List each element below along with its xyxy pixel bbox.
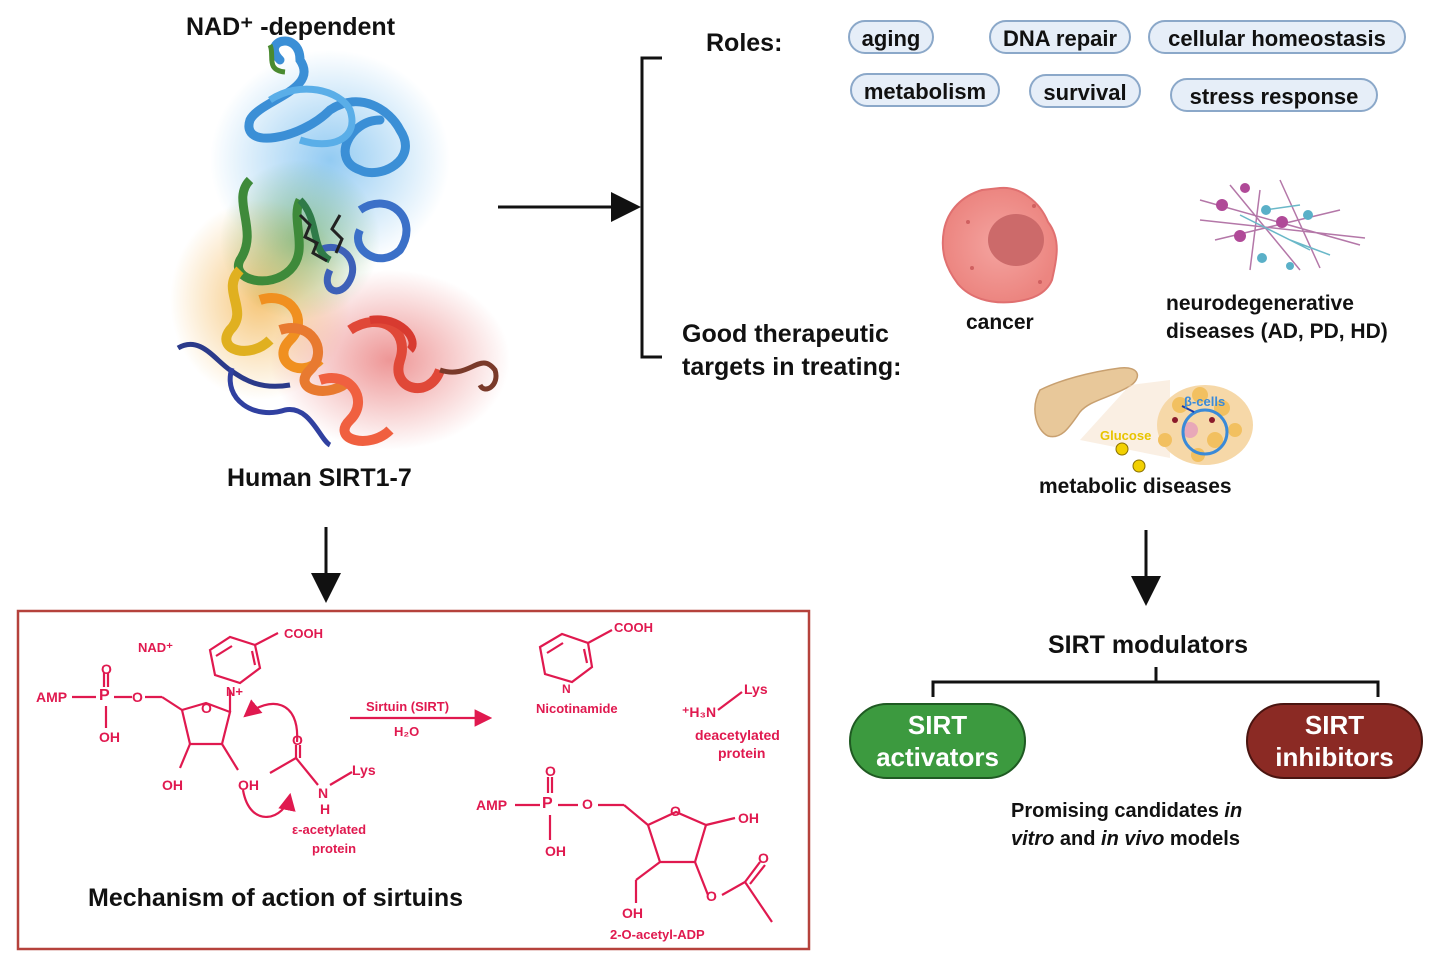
oh-label-4: OH	[738, 810, 759, 826]
cooh-label-2: COOH	[614, 620, 653, 635]
acetyl-o-label: O	[292, 732, 303, 748]
oh-label-2: OH	[162, 777, 183, 793]
oh-label-3: OH	[238, 777, 259, 793]
targets-label-line1: Good therapeutic	[682, 320, 889, 348]
promising-candidates-note: Promising candidates in vitro and in vivo…	[1011, 797, 1291, 853]
lys-label-1: Lys	[352, 762, 376, 778]
ring-o-label-2: O	[670, 803, 681, 819]
activators-line1: SIRT	[907, 710, 968, 740]
cancer-cell-illustration	[941, 186, 1058, 304]
metabolic-diseases-label: metabolic diseases	[1039, 475, 1232, 498]
chemical-structures	[72, 629, 773, 923]
h3n-label: ⁺H₃N	[682, 704, 717, 720]
modulator-tree-lines	[931, 667, 1380, 697]
amide-n-label: N	[318, 785, 329, 801]
glucose-label: Glucose	[1100, 428, 1152, 443]
neurons-illustration	[1199, 179, 1366, 271]
cancer-label: cancer	[966, 311, 1034, 334]
n-plus-label: N+	[226, 684, 243, 699]
mechanism-title: Mechanism of action of sirtuins	[88, 884, 464, 912]
note-text-1: Promising candidates	[1011, 800, 1225, 822]
note-models: models	[1164, 828, 1240, 850]
water-label: H₂O	[394, 724, 420, 739]
ester-o-label-1: O	[132, 689, 143, 705]
acetylated-line2: protein	[312, 841, 357, 856]
deacetylated-line1: deacetylated	[695, 727, 780, 743]
carbonyl-o-label: O	[758, 850, 769, 866]
phosphate-label-1: P	[99, 687, 110, 704]
protein-top-label: NAD⁺ -dependent	[186, 13, 396, 41]
amide-h-label: H	[320, 801, 331, 817]
role-pill-aging: aging	[848, 20, 934, 54]
activators-line2: activators	[876, 742, 999, 772]
phosphate-o-label-2: O	[545, 763, 556, 779]
pancreas-illustration	[1034, 367, 1253, 473]
inhibitors-line2: inhibitors	[1275, 742, 1394, 772]
roles-label: Roles:	[706, 29, 783, 57]
neuro-label-line2: diseases (AD, PD, HD)	[1166, 320, 1388, 343]
oh-label-5: OH	[622, 905, 643, 921]
ring-o-label-1: O	[201, 700, 212, 716]
amp-label-2: AMP	[476, 797, 508, 813]
acetylated-line1: ε-acetylated	[292, 822, 367, 837]
deacetylated-line2: protein	[718, 745, 766, 761]
ester-o-label-2: O	[582, 796, 593, 812]
beta-cells-label: β-cells	[1184, 394, 1226, 409]
sirt-inhibitors-node: SIRT inhibitors	[1246, 703, 1423, 779]
neuro-label-line1: neurodegenerative	[1166, 292, 1354, 315]
note-in-vivo: in vivo	[1101, 828, 1165, 850]
note-in: in	[1224, 800, 1243, 822]
role-pill-dna-repair: DNA repair	[989, 20, 1131, 54]
phosphate-label-2: P	[542, 795, 553, 812]
note-vitro: vitro	[1011, 828, 1055, 850]
note-and: and	[1054, 828, 1102, 850]
role-pill-stress-response: stress response	[1170, 78, 1378, 112]
nicotinamide-n-label: N	[562, 682, 571, 696]
amp-label-1: AMP	[36, 689, 68, 705]
modulators-title: SIRT modulators	[1048, 631, 1249, 659]
inhibitors-line1: SIRT	[1304, 710, 1365, 740]
phosphate-oh-label-2: OH	[545, 843, 566, 859]
product-label: 2-O-acetyl-ADP	[610, 927, 705, 942]
sirt-activators-node: SIRT activators	[849, 703, 1026, 779]
phosphate-o-label-1: O	[101, 661, 112, 677]
protein-structure-illustration	[170, 36, 510, 450]
lys-label-2: Lys	[744, 681, 768, 697]
role-pill-metabolism: metabolism	[850, 73, 1000, 107]
nicotinamide-label: Nicotinamide	[536, 701, 618, 716]
roles-bracket	[640, 56, 662, 359]
acetyl-ester-o-label: O	[706, 888, 717, 904]
enzyme-label: Sirtuin (SIRT)	[366, 699, 450, 714]
role-pill-cellular-homeostasis: cellular homeostasis	[1148, 20, 1406, 54]
role-pill-survival: survival	[1029, 74, 1141, 108]
cooh-label-1: COOH	[284, 626, 323, 641]
protein-bottom-label: Human SIRT1-7	[227, 464, 412, 492]
nad-label: NAD⁺	[138, 640, 174, 655]
phosphate-oh-label-1: OH	[99, 729, 120, 745]
mechanism-box	[16, 609, 811, 951]
targets-label-line2: targets in treating:	[682, 353, 902, 381]
